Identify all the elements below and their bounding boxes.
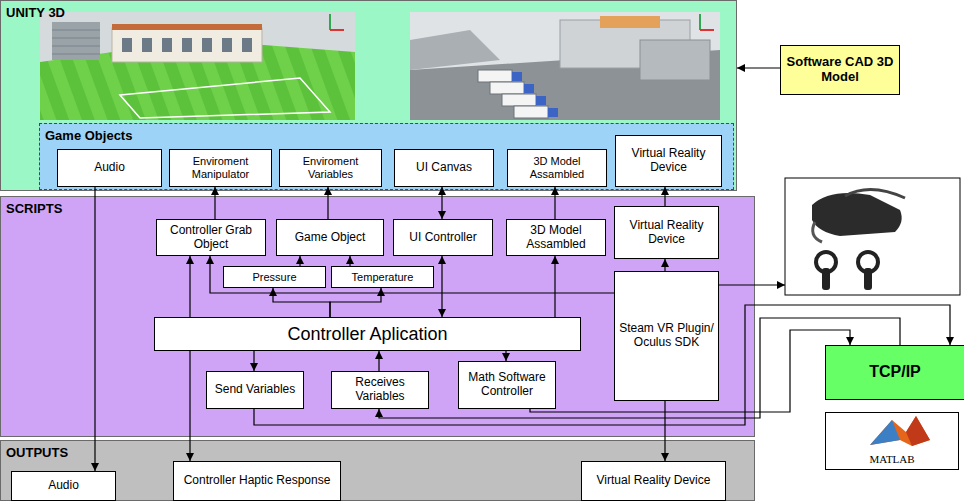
process-box: Virtual Reality Device bbox=[581, 461, 726, 501]
process-box: Pressure bbox=[223, 266, 326, 288]
process-box: UI Canvas bbox=[394, 149, 494, 187]
process-box: Controller Haptic Response bbox=[173, 461, 341, 501]
process-box: Enviroment Variables bbox=[279, 149, 382, 187]
process-box: 3D Model Assambled bbox=[506, 219, 606, 256]
process-box: Enviroment Manipulator bbox=[169, 149, 272, 187]
box-label: Game Object bbox=[295, 231, 366, 245]
band-title: UNITY 3D bbox=[6, 5, 65, 20]
box-label: Software CAD 3D Model bbox=[784, 55, 896, 85]
process-box: MATLAB bbox=[825, 412, 959, 470]
box-label: Virtual Reality Device bbox=[619, 147, 718, 175]
process-box: Temperature bbox=[331, 266, 434, 288]
process-box: Steam VR Plugin/ Oculus SDK bbox=[614, 271, 719, 401]
box-label: Audio bbox=[94, 161, 125, 175]
box-label: Enviroment Variables bbox=[283, 155, 378, 180]
process-box: Audio bbox=[11, 471, 116, 501]
band-title: SCRIPTS bbox=[6, 201, 62, 216]
box-label: Pressure bbox=[252, 271, 296, 284]
process-box: Audio bbox=[57, 149, 162, 187]
process-box: Virtual Reality Device bbox=[614, 206, 719, 259]
band-title: OUTPUTS bbox=[6, 445, 68, 460]
layer-band: OUTPUTS Audio Controller Haptic Response Vi… bbox=[0, 440, 755, 501]
process-box: Virtual Reality Device bbox=[615, 135, 722, 187]
box-label: Send Variables bbox=[215, 383, 296, 397]
box-label: Audio bbox=[48, 479, 79, 493]
process-box: Math Software Controller bbox=[458, 361, 556, 409]
box-label: Steam VR Plugin/ Oculus SDK bbox=[618, 322, 715, 350]
box-label: Virtual Reality Device bbox=[618, 219, 715, 247]
box-label: Enviroment Manipulator bbox=[173, 155, 268, 180]
process-box: Software CAD 3D Model bbox=[780, 45, 900, 95]
process-box: 3D Model Assambled bbox=[507, 149, 607, 187]
box-label: Receives Variables bbox=[335, 376, 425, 404]
box-label: TCP/IP bbox=[869, 363, 921, 381]
box-label: Math Software Controller bbox=[462, 371, 552, 399]
box-label: MATLAB bbox=[869, 453, 914, 466]
process-box: Send Variables bbox=[206, 371, 304, 409]
band-title: Game Objects bbox=[45, 128, 132, 143]
box-label: Controller Aplication bbox=[287, 324, 447, 345]
box-label: 3D Model Assambled bbox=[511, 155, 603, 180]
layer-band: SCRIPTS Controller Grab Object Game Object… bbox=[0, 196, 755, 437]
box-label: Controller Haptic Response bbox=[184, 474, 331, 488]
process-box: TCP/IP bbox=[825, 345, 964, 400]
box-label: Virtual Reality Device bbox=[597, 474, 711, 488]
connector bbox=[737, 67, 780, 68]
process-box: Controller Grab Object bbox=[156, 219, 266, 256]
layer-band: UNITY 3D Game ObjectsAudio Enviroment Mani… bbox=[0, 0, 737, 191]
process-box: Game Object bbox=[276, 219, 384, 256]
box-label: Temperature bbox=[352, 271, 414, 284]
box-label: Controller Grab Object bbox=[160, 224, 262, 252]
box-label: UI Canvas bbox=[416, 161, 472, 175]
process-box: Controller Aplication bbox=[154, 317, 581, 351]
process-box: UI Controller bbox=[393, 219, 493, 256]
layer-band: Game ObjectsAudio Enviroment Manipulator E… bbox=[39, 123, 734, 190]
matlab-logo bbox=[870, 416, 930, 446]
box-label: UI Controller bbox=[409, 231, 476, 245]
process-box: Receives Variables bbox=[331, 371, 429, 409]
box-label: 3D Model Assambled bbox=[510, 224, 602, 252]
